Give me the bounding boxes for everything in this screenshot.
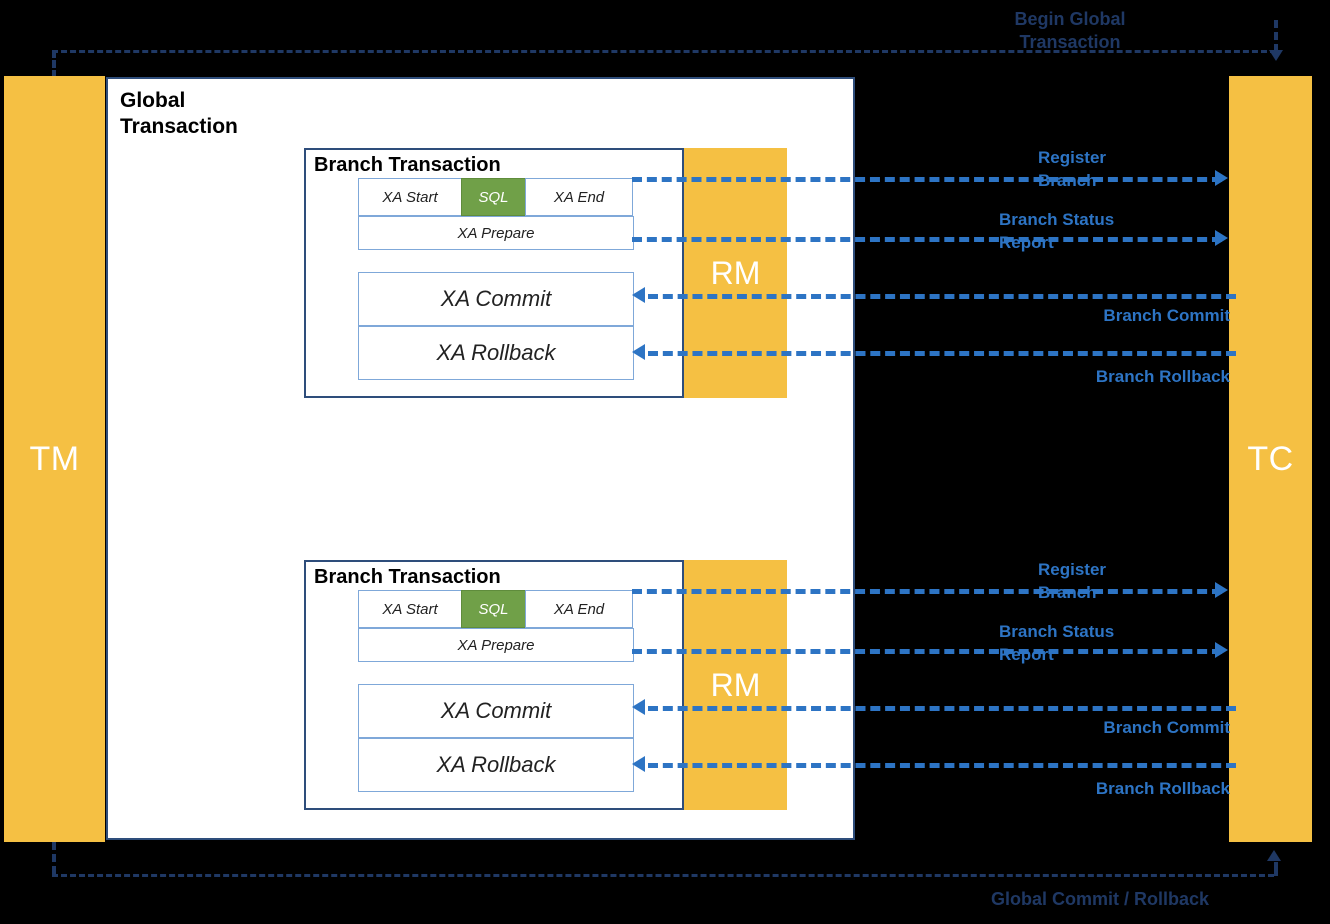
branch-commit-line-1: [648, 294, 1236, 299]
global-transaction-title: Global Transaction: [120, 89, 238, 139]
branch-commit-arrow-2: [632, 699, 645, 715]
global-commit-rollback-arrow: [1267, 850, 1281, 861]
branch-commit-label-1: Branch Commit: [1103, 306, 1230, 325]
begin-global-transaction-label: Begin Global Transaction: [1014, 9, 1126, 53]
branch-status-report-line-2: [632, 649, 1222, 654]
branch-status-report-label-2: Branch Status Report: [999, 622, 1115, 664]
resource-manager-1[interactable]: RM: [684, 148, 787, 398]
branch-status-report-arrow-2: [1215, 642, 1228, 658]
branch-status-report-label-1: Branch Status Report: [999, 210, 1115, 252]
branch-rollback-line-2: [648, 763, 1236, 768]
xa-prepare-cell[interactable]: XA Prepare: [358, 628, 634, 662]
actor-tc[interactable]: TC: [1229, 76, 1312, 842]
branch-rollback-arrow-1: [632, 344, 645, 360]
branch-status-report-arrow-1: [1215, 230, 1228, 246]
register-branch-line-2: [632, 589, 1222, 594]
branch-transaction-title: Branch Transaction: [314, 566, 501, 588]
branch-transaction-2: Branch Transaction XA Start SQL XA End X…: [304, 560, 684, 810]
begin-global-transaction-drop-right: [1274, 20, 1278, 52]
xa-start-cell[interactable]: XA Start: [358, 590, 462, 628]
branch-commit-arrow-1: [632, 287, 645, 303]
begin-global-transaction-arrow: [1269, 50, 1283, 61]
branch-commit-line-2: [648, 706, 1236, 711]
branch-transaction-1: Branch Transaction XA Start SQL XA End X…: [304, 148, 684, 398]
register-branch-label-2: Register Branch: [1038, 560, 1107, 602]
xa-rollback-cell[interactable]: XA Rollback: [358, 326, 634, 380]
xa-start-cell[interactable]: XA Start: [358, 178, 462, 216]
xa-commit-cell[interactable]: XA Commit: [358, 272, 634, 326]
begin-global-transaction-line: [52, 50, 1276, 53]
branch-status-report-line-1: [632, 237, 1222, 242]
register-branch-label-1: Register Branch: [1038, 148, 1107, 190]
global-commit-rollback-label: Global Commit / Rollback: [990, 889, 1210, 909]
branch-transaction-title: Branch Transaction: [314, 154, 501, 176]
actor-tm[interactable]: TM: [4, 76, 105, 842]
branch-rollback-label-2: Branch Rollback: [1095, 779, 1230, 798]
sql-cell[interactable]: SQL: [460, 178, 527, 216]
resource-manager-2[interactable]: RM: [684, 560, 787, 810]
register-branch-arrow-2: [1215, 582, 1228, 598]
branch-commit-label-2: Branch Commit: [1103, 718, 1230, 737]
xa-step-row: XA Start SQL XA End: [358, 590, 634, 628]
register-branch-line-1: [632, 177, 1222, 182]
begin-global-transaction-drop-left: [52, 50, 56, 78]
global-commit-rollback-drop-left: [52, 842, 56, 874]
xa-end-cell[interactable]: XA End: [525, 178, 633, 216]
xa-commit-cell[interactable]: XA Commit: [358, 684, 634, 738]
xa-prepare-cell[interactable]: XA Prepare: [358, 216, 634, 250]
xa-rollback-cell[interactable]: XA Rollback: [358, 738, 634, 792]
branch-rollback-label-1: Branch Rollback: [1095, 367, 1230, 386]
register-branch-arrow-1: [1215, 170, 1228, 186]
sql-cell[interactable]: SQL: [460, 590, 527, 628]
global-commit-rollback-line: [52, 874, 1274, 877]
branch-rollback-line-1: [648, 351, 1236, 356]
global-commit-rollback-rise-right: [1274, 862, 1278, 876]
xa-end-cell[interactable]: XA End: [525, 590, 633, 628]
xa-step-row: XA Start SQL XA End: [358, 178, 634, 216]
branch-rollback-arrow-2: [632, 756, 645, 772]
